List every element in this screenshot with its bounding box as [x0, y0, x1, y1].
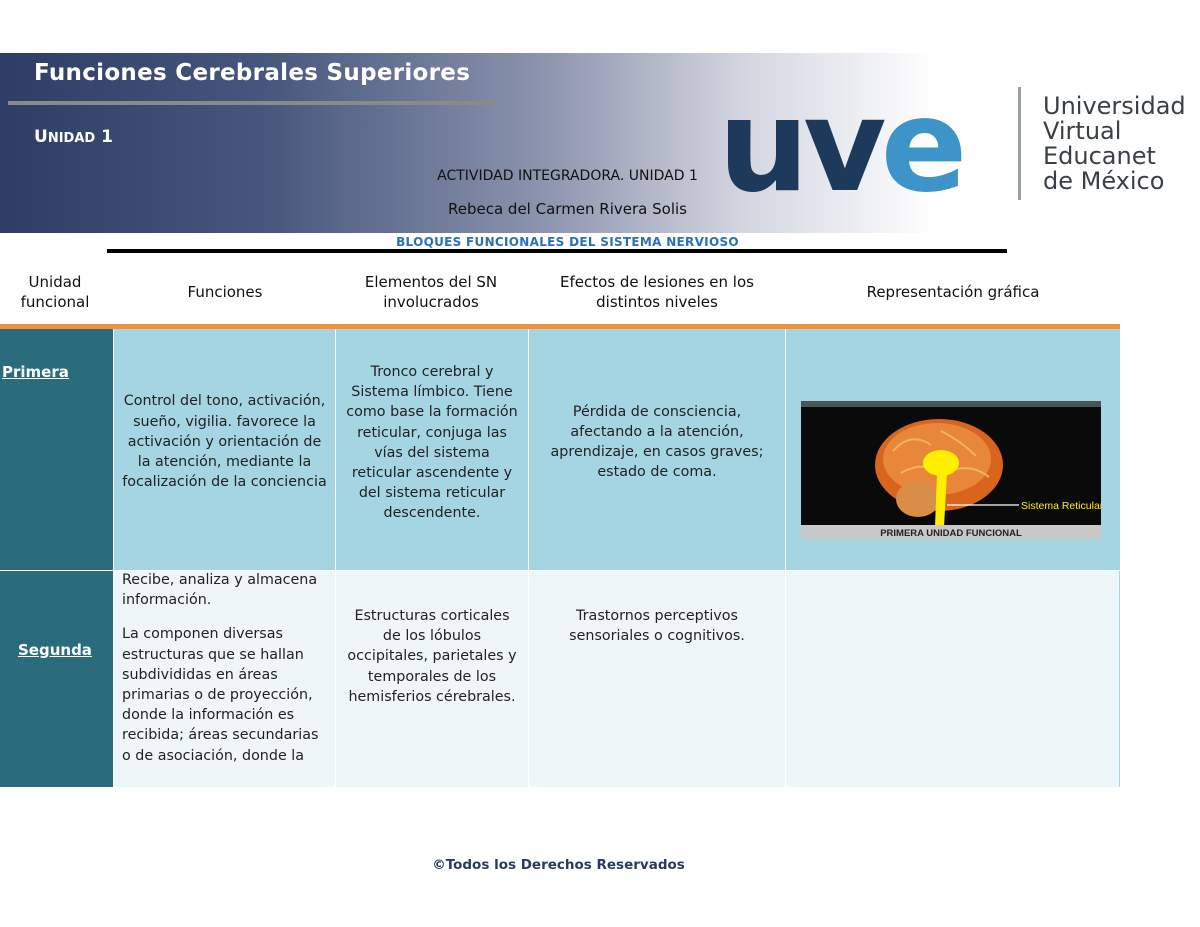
subtitle-rule [107, 249, 1007, 253]
row1-unit-link[interactable]: Primera [2, 363, 69, 381]
author-name: Rebeca del Carmen Rivera Solis [448, 200, 687, 218]
row2-elements-cell: Estructuras corticales de los lóbulos oc… [336, 571, 528, 787]
logo-divider [1018, 87, 1021, 200]
row2-elements-text: Estructuras corticales de los lóbulos oc… [347, 608, 517, 705]
row2-effects-cell: Trastornos perceptivos sensoriales o cog… [529, 571, 785, 787]
row1-effects-cell: Pérdida de consciencia, afectando a la a… [529, 329, 785, 570]
brain-reticular-image: Sistema Reticular PRIMERA UNIDAD FUNCION… [801, 401, 1101, 539]
col-header-functions: Funciones [187, 283, 263, 301]
copyright-footer: ©Todos los Derechos Reservados [432, 857, 685, 873]
col-header-elements: Elementos del SN involucrados [364, 273, 498, 311]
logo-line-4: de México [1043, 167, 1164, 195]
logo-wordmark-uv: uv [718, 84, 885, 204]
row2-functions-para2: La componen diversas estructuras que se … [122, 626, 319, 764]
logo-wordmark-e: e [881, 84, 962, 204]
unit-label: UNIDAD 1 [34, 127, 113, 147]
row1-elements-text: Tronco cerebral y Sistema límbico. Tiene… [346, 364, 518, 522]
row1-effects-text: Pérdida de consciencia, afectando a la a… [550, 403, 764, 481]
image-label: Sistema Reticular [1021, 500, 1101, 512]
row1-elements-cell: Tronco cerebral y Sistema límbico. Tiene… [336, 329, 528, 570]
image-caption: PRIMERA UNIDAD FUNCIONAL [880, 528, 1022, 539]
row2-graphic-cell [786, 571, 1120, 787]
col-header-unit: Unidad funcional [20, 273, 90, 311]
row1-graphic-cell: Sistema Reticular PRIMERA UNIDAD FUNCION… [786, 329, 1120, 570]
row2-functions-para1: Recibe, analiza y almacena información. [122, 572, 318, 609]
header-rule [0, 324, 1120, 329]
course-title: Funciones Cerebrales Superiores [34, 60, 471, 86]
logo-line-2: Virtual [1043, 117, 1121, 145]
row1-unit-cell [0, 329, 113, 570]
logo-line-3: Educanet [1043, 142, 1156, 170]
row1-functions-cell: Control del tono, activación, sueño, vig… [114, 329, 335, 570]
svg-text:uve: uve [718, 84, 962, 204]
row2-effects-text: Trastornos perceptivos sensoriales o cog… [569, 608, 745, 645]
col-header-graphic: Representación gráfica [866, 283, 1040, 301]
row1-functions-text: Control del tono, activación, sueño, vig… [122, 393, 327, 491]
table-subtitle: BLOQUES FUNCIONALES DEL SISTEMA NERVIOSO [396, 235, 739, 249]
activity-title: ACTIVIDAD INTEGRADORA. UNIDAD 1 [437, 168, 698, 184]
title-divider [8, 101, 496, 105]
col-header-effects: Efectos de lesiones en los distintos niv… [560, 273, 754, 311]
header-banner [0, 53, 1200, 233]
row2-unit-link[interactable]: Segunda [18, 641, 92, 659]
row2-functions-cell: Recibe, analiza y almacena información. … [114, 571, 335, 787]
uve-logo: uve Universidad Virtual Educanet de Méxi… [718, 84, 1186, 204]
row2-unit-cell [0, 571, 113, 787]
logo-line-1: Universidad [1043, 92, 1186, 120]
